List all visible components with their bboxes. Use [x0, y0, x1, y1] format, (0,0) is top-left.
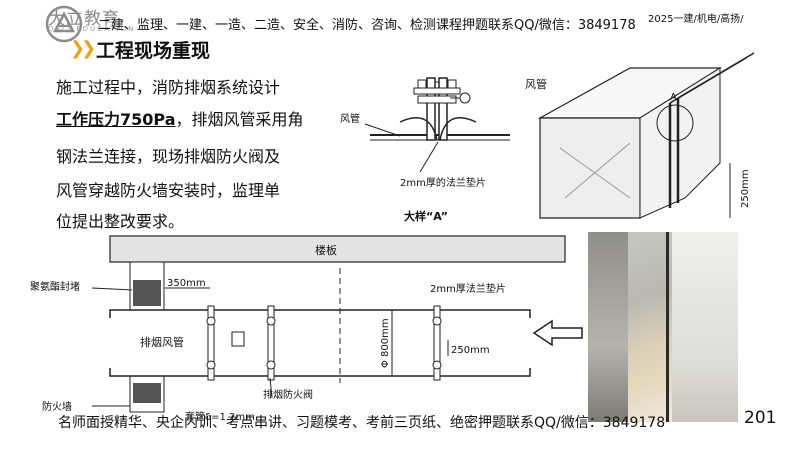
- logo: [45, 5, 83, 43]
- paragraph-line-2: 工作压力750Pa，排烟风管采用角: [56, 106, 304, 130]
- isometric-duct-drawing: 风管 A 250mm: [525, 52, 755, 219]
- paragraph-line-2-rest: ，排烟风管采用角: [175, 110, 304, 129]
- paragraph-line-4: 风管穿越防火墙安装时，监理单: [56, 181, 281, 200]
- logo-text: 大立教育: [48, 9, 120, 29]
- arrow-left-icon: [532, 319, 583, 347]
- iso-a-marker: A: [670, 92, 677, 103]
- page-title: 工程现场重现: [96, 40, 211, 62]
- iso-dim-250: 250mm: [740, 169, 751, 208]
- paragraph-line-3: 钢法兰连接，现场排烟防火阀及: [56, 147, 281, 166]
- exhaust-duct-label: 排烟风管: [140, 335, 184, 349]
- iso-duct-label: 风管: [525, 77, 547, 91]
- floor-slab-label: 楼板: [315, 243, 337, 257]
- diameter-label: Φ 800mm: [380, 318, 391, 368]
- header-course-tag: 2025一建/机电/高扬/: [648, 14, 744, 25]
- detail-duct-label: 风管: [340, 112, 360, 125]
- logo-subtitle: DALI EDUCATION: [48, 25, 136, 33]
- header-ad-line: 二建、监理、一建、一造、二造、安全、消防、咨询、检测课程押题联系QQ/微信：38…: [98, 18, 636, 33]
- section-drawing: 楼板 聚氨酯封堵 350mm 2mm厚法兰垫片 排烟风管 排烟防火阀 Φ 800…: [30, 235, 566, 423]
- dim-250-label: 250mm: [451, 345, 490, 356]
- detail-gasket-label: 2mm厚的法兰垫片: [400, 176, 486, 189]
- chevron-icon: ❯❯: [70, 38, 96, 59]
- footer-ad-line: 名师面授精华、央企内训、考点串讲、习题模考、考前三页纸、绝密押题联系QQ/微信：…: [58, 415, 666, 431]
- design-pressure-emphasis: 工作压力750Pa: [56, 110, 176, 129]
- flange-detail-drawing: 风管 2mm厚的法兰垫片 大样“A”: [340, 77, 510, 223]
- sealant-label: 聚氨酯封堵: [30, 280, 80, 293]
- fire-wall-label: 防火墙: [42, 400, 72, 413]
- fire-damper-label: 排烟防火阀: [263, 388, 313, 401]
- steel-sleeve-label: 套管δ=1.2mm: [185, 410, 255, 423]
- paragraph-line-1: 施工过程中，消防排烟系统设计: [56, 78, 281, 97]
- detail-a-caption: 大样“A”: [404, 209, 448, 223]
- paragraph-line-5: 位提出整改要求。: [56, 212, 185, 231]
- dim-350-label: 350mm: [167, 278, 206, 289]
- site-photo: [588, 232, 738, 422]
- page-number: 201: [744, 408, 777, 428]
- section-gasket-label: 2mm厚法兰垫片: [430, 282, 506, 295]
